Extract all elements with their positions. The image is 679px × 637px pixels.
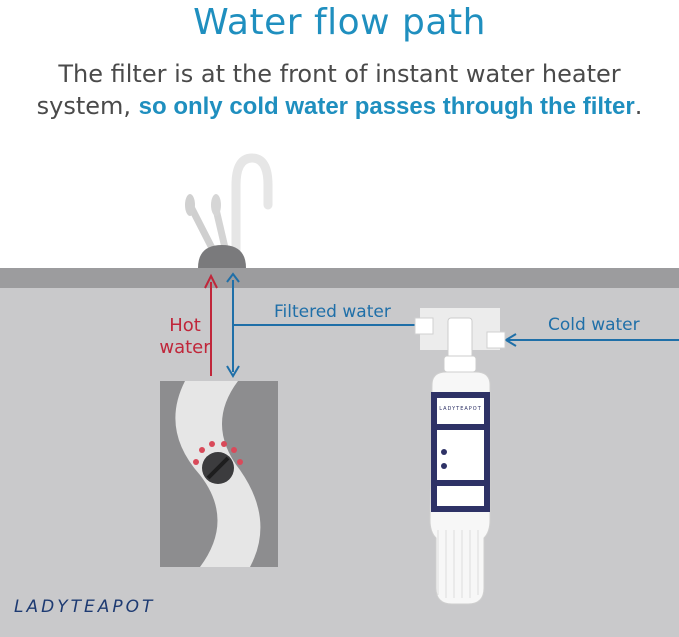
subtitle-highlight: so only cold water passes through the fi… [138,93,635,120]
hot-label-line2: water [159,337,211,358]
filtered-water-label: Filtered water [274,302,391,322]
countertop [0,268,679,288]
hot-water-arrow [204,273,218,376]
cabinet-background [0,288,679,637]
brand-logo: LADYTEAPOT [14,597,156,617]
subtitle-line-2: system, so only cold water passes throug… [0,90,679,123]
subtitle-plain: system, [36,92,139,120]
diagram-title: Water flow path [193,2,486,43]
filter-cartridge-icon [414,308,506,605]
faucet-icon [185,153,273,268]
hot-water-label: Hot water [150,315,220,359]
cold-water-label: Cold water [548,315,640,335]
filtered-water-path [226,272,422,378]
filter-label-brand: LADYTEAPOT [439,406,482,412]
subtitle-line-1: The filter is at the front of instant wa… [58,60,621,88]
subtitle-end: . [634,92,643,120]
water-heater-icon [160,381,278,567]
cold-water-arrow [504,333,679,347]
hot-label-line1: Hot [169,315,201,336]
